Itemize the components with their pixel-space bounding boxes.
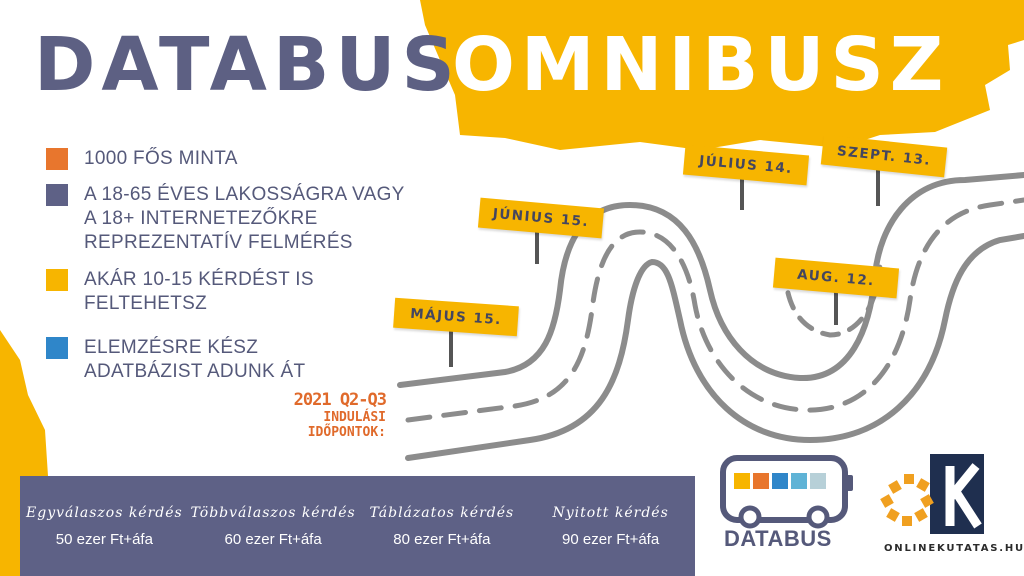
bus-window — [734, 473, 750, 489]
bullet-yellow-square — [46, 269, 68, 291]
title-databus: DATABUS — [34, 22, 461, 108]
onlinekutatas-logo-text: ONLINEKUTATAS.HU — [884, 543, 1024, 554]
bullet-text: 1000 fős minta — [84, 148, 238, 169]
price-name: Táblázatos kérdés — [369, 504, 515, 521]
bus-window — [753, 473, 769, 489]
yellow-corner-shape — [0, 330, 48, 576]
price-band: Egyválaszos kérdés 50 ezer Ft+áfa Többvá… — [20, 476, 695, 576]
price-item-multi: Többválaszos kérdés 60 ezer Ft+áfa — [189, 476, 358, 576]
bullet-representative: A 18-65 éves lakosságra vagy A 18+ inter… — [46, 183, 405, 255]
bus-window — [810, 473, 826, 489]
price-item-table: Táblázatos kérdés 80 ezer Ft+áfa — [358, 476, 527, 576]
bullet-database: Elemzésre kész adatbázist adunk át — [46, 336, 305, 384]
launch-info: 2021 Q2-Q3 INDULÁSI IDŐPONTOK: — [276, 390, 387, 440]
bus-window — [791, 473, 807, 489]
title-omnibusz: OMNIBUSZ — [452, 22, 950, 108]
bullet-sample-size: 1000 fős minta — [46, 147, 238, 171]
yellow-banner-shape — [420, 0, 1024, 150]
price-value: 90 ezer Ft+áfa — [562, 530, 660, 548]
price-value: 50 ezer Ft+áfa — [55, 530, 153, 548]
price-name: Többválaszos kérdés — [190, 504, 356, 521]
price-item-single: Egyválaszos kérdés 50 ezer Ft+áfa — [20, 476, 189, 576]
price-name: Egyválaszos kérdés — [26, 504, 183, 521]
launch-label: INDULÁSI IDŐPONTOK: — [307, 410, 386, 440]
price-value: 60 ezer Ft+áfa — [224, 530, 322, 548]
launch-period: 2021 Q2-Q3 — [293, 390, 387, 410]
bullet-text: Akár 10-15 kérdést is feltehetsz — [84, 269, 314, 314]
price-item-open: Nyitott kérdés 90 ezer Ft+áfa — [526, 476, 695, 576]
road-edge-bottom — [405, 233, 1024, 461]
bullet-navy-square — [46, 184, 68, 206]
bullet-text: A 18-65 éves lakosságra vagy A 18+ inter… — [84, 184, 405, 253]
databus-logo-text: DATABUS — [724, 526, 832, 551]
bullet-text: Elemzésre kész adatbázist adunk át — [84, 337, 306, 382]
price-name: Nyitott kérdés — [552, 504, 669, 521]
bullet-questions: Akár 10-15 kérdést is feltehetsz — [46, 268, 314, 316]
bullet-orange-square — [46, 148, 68, 170]
databus-bus-icon — [720, 455, 853, 529]
bus-window — [772, 473, 788, 489]
onlinekutatas-logo-icon — [880, 454, 984, 534]
price-value: 80 ezer Ft+áfa — [393, 530, 491, 548]
road-center-line — [405, 197, 1024, 423]
bullet-blue-square — [46, 337, 68, 359]
